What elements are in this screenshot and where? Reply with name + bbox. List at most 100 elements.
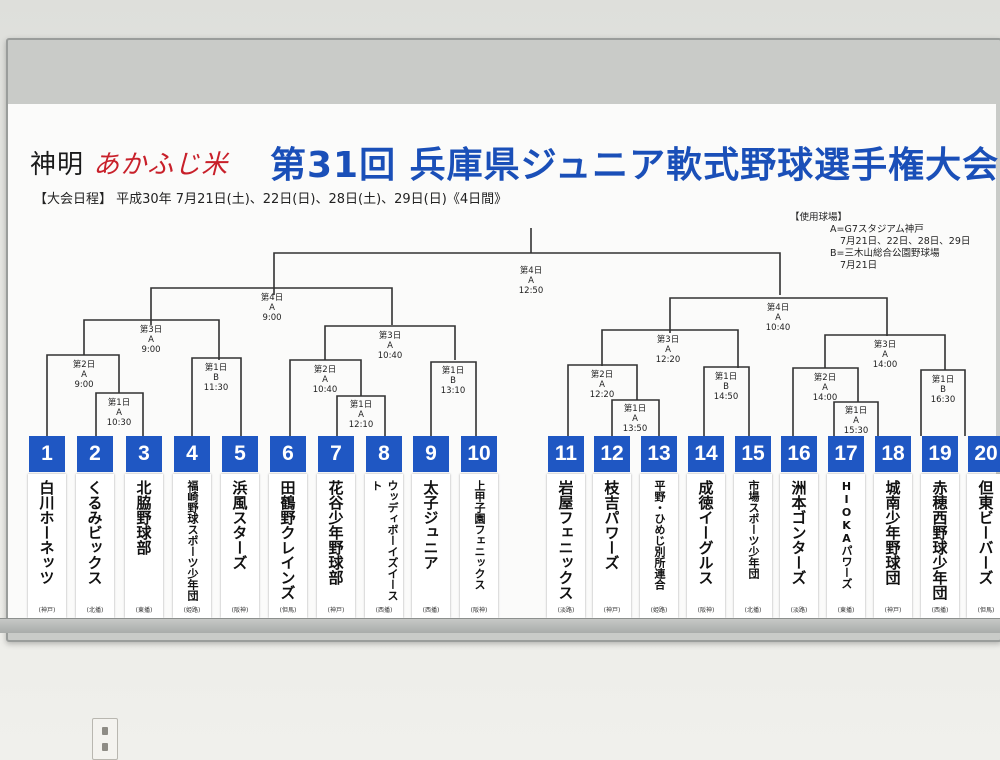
team-number: 7 — [318, 436, 354, 472]
team-name: 花谷少年野球部 — [326, 480, 345, 585]
venue-line: 7月21日 — [840, 260, 878, 271]
match-field: A — [81, 370, 87, 380]
match-field: A — [269, 303, 275, 313]
team-region: (阪神) — [697, 607, 715, 614]
match-time: 12:10 — [348, 420, 374, 430]
venue-line: B=三木山総合公園野球場 — [830, 248, 940, 259]
match-time: 13:50 — [622, 424, 648, 434]
whiteboard-tray — [0, 618, 1000, 633]
team-card: ウッディボーイズイースト(西播) — [365, 474, 403, 618]
match-day: 第1日 — [714, 372, 738, 382]
venue-info: 【使用球場】 A=G7スタジアム神戸 7月21日、22日、28日、29日 B=三… — [790, 212, 970, 272]
team-number: 10 — [461, 436, 497, 472]
team-region: (淡路) — [557, 607, 575, 614]
team-region: (淡路) — [790, 607, 808, 614]
match-field: A — [822, 383, 828, 393]
match-time: 14:50 — [713, 392, 739, 402]
team-number: 19 — [922, 436, 958, 472]
team-card: 田鶴野クレインズ(但馬) — [269, 474, 307, 618]
team-name: 平野・ひめじ別所連合 — [653, 480, 666, 590]
team-card: 赤穂西野球少年団(西播) — [921, 474, 959, 618]
match-field: A — [882, 350, 888, 360]
match-field: A — [116, 408, 122, 418]
match-time: 9:00 — [74, 380, 94, 390]
team-region: (但馬) — [977, 607, 995, 614]
match-time: 10:30 — [106, 418, 132, 428]
match-field: A — [322, 375, 328, 385]
match-field: A — [528, 276, 534, 286]
team-number: 12 — [594, 436, 630, 472]
match-field: A — [853, 416, 859, 426]
team-number: 9 — [413, 436, 449, 472]
team-number: 20 — [968, 436, 1000, 472]
team-region: (神戸) — [884, 607, 902, 614]
match-day: 第2日 — [313, 365, 337, 375]
team-card: 枝吉パワーズ(神戸) — [593, 474, 631, 618]
match-day: 第4日 — [519, 266, 543, 276]
team-region: (神戸) — [603, 607, 621, 614]
team-card: 花谷少年野球部(神戸) — [317, 474, 355, 618]
team-name: 福崎野球スポーツ少年団 — [186, 480, 199, 601]
team-number: 8 — [366, 436, 402, 472]
team-name: 白川ホーネッツ — [37, 480, 56, 585]
team-card: 福崎野球スポーツ少年団(姫路) — [173, 474, 211, 618]
team-region: (姫路) — [650, 607, 668, 614]
team-number: 16 — [781, 436, 817, 472]
team-number: 6 — [270, 436, 306, 472]
team-region: (東播) — [135, 607, 153, 614]
match-day: 第3日 — [656, 335, 680, 345]
team-name: 洲本ゴンターズ — [789, 480, 808, 585]
team-card: 白川ホーネッツ(神戸) — [28, 474, 66, 618]
team-region: (西播) — [931, 607, 949, 614]
team-name: 但東ビーバーズ — [976, 480, 995, 585]
power-outlet — [92, 718, 118, 760]
match-time: 12:50 — [518, 286, 544, 296]
team-name: 市場スポーツ少年団 — [747, 480, 760, 579]
match-day: 第1日 — [107, 398, 131, 408]
team-name: ウッディボーイズイースト — [370, 480, 399, 601]
team-name: 浜風スターズ — [230, 480, 249, 570]
match-time: 12:20 — [589, 390, 615, 400]
match-field: A — [599, 380, 605, 390]
match-field: A — [665, 345, 671, 355]
team-name: 上甲子園フェニックス — [473, 480, 486, 590]
match-day: 第4日 — [766, 303, 790, 313]
team-card: 岩屋フェニックス(淡路) — [547, 474, 585, 618]
team-number: 14 — [688, 436, 724, 472]
team-number: 13 — [641, 436, 677, 472]
match-day: 第3日 — [873, 340, 897, 350]
team-card: HIOKAパワーズ(東播) — [827, 474, 865, 618]
match-day: 第2日 — [590, 370, 614, 380]
match-time: 9:00 — [262, 313, 282, 323]
match-time: 16:30 — [930, 395, 956, 405]
match-field: A — [775, 313, 781, 323]
match-time: 9:00 — [141, 345, 161, 355]
team-card: 太子ジュニア(西播) — [412, 474, 450, 618]
team-card: 上甲子園フェニックス(阪神) — [460, 474, 498, 618]
team-region: (阪神) — [231, 607, 249, 614]
team-number: 17 — [828, 436, 864, 472]
match-day: 第2日 — [72, 360, 96, 370]
venue-label: 【使用球場】 — [790, 212, 848, 223]
match-day: 第1日 — [349, 400, 373, 410]
match-field: B — [940, 385, 946, 395]
match-time: 14:00 — [872, 360, 898, 370]
match-day: 第2日 — [813, 373, 837, 383]
team-number: 2 — [77, 436, 113, 472]
match-day: 第1日 — [931, 375, 955, 385]
team-card: 成徳イーグルス(阪神) — [687, 474, 725, 618]
match-day: 第3日 — [378, 331, 402, 341]
tournament-title: 第31回 兵庫県ジュニア軟式野球選手権大会 — [270, 145, 1000, 186]
